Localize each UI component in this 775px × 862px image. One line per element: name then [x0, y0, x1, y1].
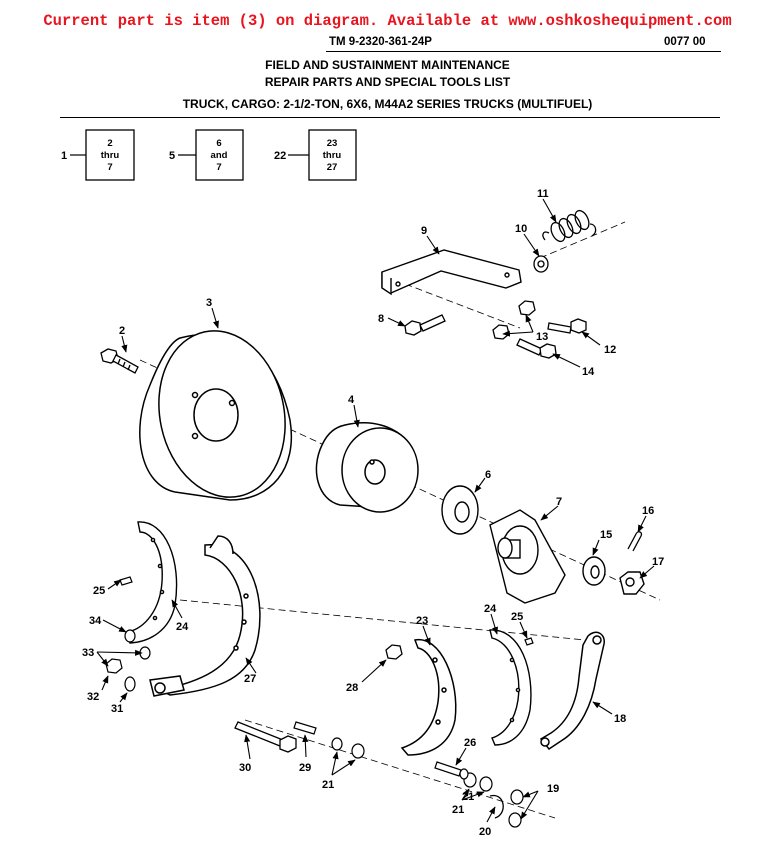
part-18-anchor-lever [539, 631, 605, 751]
callout-6: 6 [485, 469, 491, 481]
part-24-lining-right [489, 629, 532, 746]
legend-line: thru [323, 150, 342, 161]
part-30-bolt [234, 721, 297, 753]
legend-group-22: 22 23 thru 27 [274, 129, 357, 181]
part-2-bolt [100, 348, 139, 374]
part-34-washer [124, 629, 136, 643]
manual-title-line-2: REPAIR PARTS AND SPECIAL TOOLS LIST [264, 75, 511, 89]
part-10-nut [533, 255, 549, 273]
part-7-flange [489, 509, 566, 604]
part-25-rivets [119, 576, 534, 646]
part-23-brake-shoe [400, 639, 457, 756]
part-11-spring [542, 209, 597, 243]
part-8-bolt [404, 314, 446, 336]
part-27-brake-shoe [149, 535, 261, 697]
callout-34: 34 [89, 615, 102, 627]
callout-33: 33 [82, 647, 94, 659]
callout-24: 24 [484, 603, 497, 615]
legend-line: and [211, 150, 228, 161]
callout-4: 4 [348, 394, 355, 406]
title-rule [60, 117, 720, 118]
callout-21: 21 [322, 779, 334, 791]
legend-item-label: 5 [169, 150, 175, 162]
callout-labels: 2 3 4 6 7 8 9 10 11 12 13 14 15 16 17 18… [82, 188, 664, 838]
part-17-castle-nut [619, 571, 645, 595]
part-26-pin [434, 761, 469, 780]
callout-18: 18 [614, 713, 626, 725]
legend-line: 23 [327, 138, 338, 149]
legend-group-5: 5 6 and 7 [169, 129, 244, 181]
callout-24: 24 [176, 621, 189, 633]
part-24-lining-left [127, 521, 178, 644]
callout-30: 30 [239, 762, 251, 774]
callout-7: 7 [556, 496, 562, 508]
callout-10: 10 [515, 223, 527, 235]
part-20-clip [489, 794, 504, 819]
callout-2: 2 [119, 325, 125, 337]
callout-leaders [96, 198, 655, 823]
callout-31: 31 [111, 703, 123, 715]
callout-9: 9 [421, 225, 427, 237]
part-4-hub [315, 422, 419, 513]
tm-number: TM 9-2320-361-24P [329, 36, 432, 48]
callout-19: 19 [547, 783, 559, 795]
callout-14: 14 [582, 366, 595, 378]
callout-17: 17 [652, 556, 664, 568]
legend-line: 6 [216, 138, 221, 149]
callout-21: 21 [452, 804, 464, 816]
callout-21: 21 [462, 791, 474, 803]
callout-16: 16 [642, 505, 654, 517]
callout-11: 11 [537, 188, 549, 200]
legend-line: 7 [216, 162, 221, 173]
vehicle-title: TRUCK, CARGO: 2-1/2-TON, 6X6, M44A2 SERI… [182, 97, 593, 111]
callout-8: 8 [378, 313, 384, 325]
part-9-bracket [381, 249, 522, 296]
legend-group-1: 1 2 thru 7 [61, 129, 135, 181]
part-29-pin [293, 721, 317, 735]
part-15-washer [582, 556, 606, 586]
callout-15: 15 [600, 529, 612, 541]
callout-28: 28 [346, 682, 358, 694]
assembly-centerlines [139, 221, 661, 819]
callout-27: 27 [244, 673, 256, 685]
callout-20: 20 [479, 826, 491, 838]
part-19-washers [508, 789, 524, 828]
legend-item-label: 1 [61, 150, 67, 162]
part-16-cotter-pin [627, 531, 643, 552]
legend-item-label: 22 [274, 150, 286, 162]
part-31-washer [124, 676, 136, 692]
callout-12: 12 [604, 344, 616, 356]
work-package-number: 0077 00 [664, 36, 706, 48]
callout-32: 32 [87, 691, 99, 703]
legend-line: 2 [107, 138, 112, 149]
part-3-brake-drum [139, 330, 293, 501]
part-6-seal [441, 485, 479, 535]
legend-line: thru [101, 150, 120, 161]
part-28-nut [385, 644, 403, 660]
availability-banner: Current part is item (3) on diagram. Ava… [43, 12, 732, 30]
callout-23: 23 [416, 615, 428, 627]
part-32-nut [105, 658, 123, 674]
header-rule [326, 51, 721, 52]
callout-29: 29 [299, 762, 311, 774]
manual-title-line-1: FIELD AND SUSTAINMENT MAINTENANCE [265, 58, 510, 72]
part-14-bolt [516, 338, 557, 359]
legend-line: 27 [327, 162, 338, 173]
part-12-bolt [547, 318, 587, 334]
callout-26: 26 [464, 737, 476, 749]
callout-13: 13 [536, 331, 548, 343]
callout-25: 25 [93, 585, 105, 597]
legend-line: 7 [107, 162, 112, 173]
callout-25: 25 [511, 611, 523, 623]
callout-3: 3 [206, 297, 212, 309]
